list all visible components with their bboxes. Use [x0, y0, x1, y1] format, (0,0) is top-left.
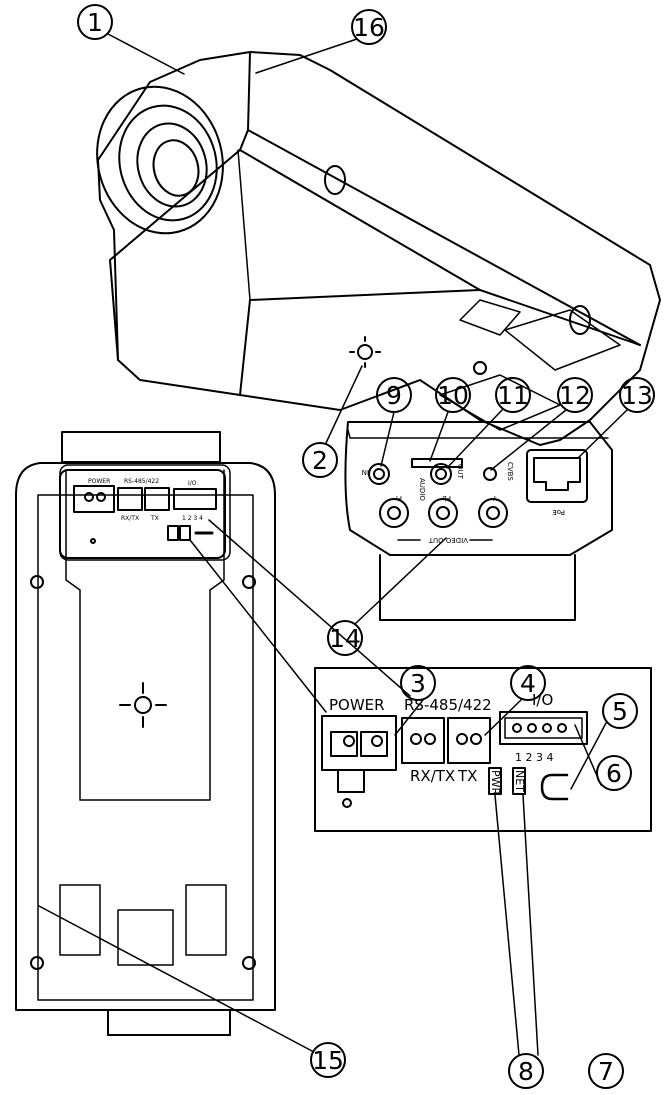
callout-1: 1: [87, 8, 103, 37]
audio-label: AUDIO: [418, 478, 426, 501]
connector-panel-detail: [314, 667, 652, 832]
callout-7: 7: [598, 1057, 614, 1086]
pb-label: Pb: [442, 494, 451, 502]
callout-9: 9: [386, 381, 402, 410]
net-led-label: NET: [513, 770, 526, 792]
callout-8: 8: [518, 1057, 534, 1086]
callout-markers: [38, 4, 655, 1089]
rxtx-label: RX/TX: [410, 767, 455, 785]
tx-label: TX: [457, 767, 477, 785]
callout-14: 14: [329, 624, 361, 653]
io-pin-numbers: 1 2 3 4: [515, 751, 553, 764]
rear-io-pins: 1 2 3 4: [182, 515, 203, 522]
rear-view-labels: POWER RS-485/422 I/O RX/TX TX 1 2 3 4: [88, 478, 203, 522]
rear-rs485-label: RS-485/422: [124, 478, 159, 485]
rear-io-label: I/O: [188, 480, 197, 487]
callout-2: 2: [312, 446, 328, 475]
rear-tx-label: TX: [150, 515, 159, 522]
callout-4: 4: [520, 669, 536, 698]
pwr-led-label: PWR: [489, 770, 502, 796]
audio-in-label: IN: [362, 468, 369, 476]
rs485-label: RS-485/422: [404, 696, 492, 714]
poe-label: PoE: [552, 508, 565, 516]
callout-numbers: 1 16 2 3 4 5 6 7 8 9 10 11 12 13 14 15: [87, 8, 653, 1086]
connector-panel-labels: POWER RS-485/422 I/O RX/TX TX 1 2 3 4 PW…: [329, 691, 553, 796]
callout-16: 16: [353, 13, 385, 42]
camera-side-view: [96, 51, 661, 446]
audio-out-label: OUT: [456, 464, 464, 480]
callout-12: 12: [559, 381, 591, 410]
rear-power-label: POWER: [88, 478, 110, 485]
rear-rxtx-label: RX/TX: [121, 515, 139, 522]
callout-15: 15: [312, 1046, 344, 1075]
video-out-label: VIDEO OUT: [428, 536, 468, 544]
camera-rear-view: [15, 431, 276, 1036]
av-connector-panel: [344, 421, 613, 621]
pr-label: Pr: [395, 494, 402, 502]
y-label: Y: [492, 494, 498, 502]
callout-3: 3: [410, 669, 426, 698]
callout-13: 13: [621, 381, 653, 410]
callout-5: 5: [612, 697, 628, 726]
callout-6: 6: [606, 759, 622, 788]
cvbs-label: CVBS: [506, 462, 514, 481]
callout-10: 10: [437, 381, 469, 410]
callout-11: 11: [497, 381, 529, 410]
av-panel-labels: IN AUDIO OUT CVBS Pr Pb Y VIDEO OUT PoE: [362, 462, 565, 544]
power-label: POWER: [329, 696, 385, 714]
io-label: I/O: [532, 691, 553, 709]
